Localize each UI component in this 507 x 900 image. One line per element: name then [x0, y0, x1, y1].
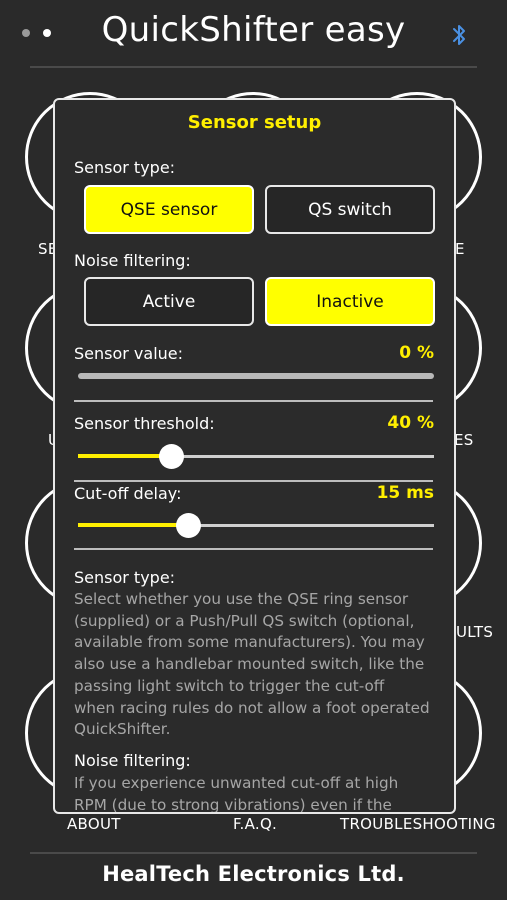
help-line: Select whether you use the QSE ring sens… — [74, 590, 409, 608]
help-line: when racing rules do not allow a foot op… — [74, 698, 430, 717]
help-sensor-type-heading: Sensor type: — [74, 568, 176, 587]
help-sensor-type-text: Select whether you use the QSE ring sens… — [74, 589, 446, 741]
sensor-value-label: Sensor value: — [74, 344, 184, 363]
section-divider — [74, 548, 433, 550]
company-name: HealTech Electronics Ltd. — [102, 862, 405, 886]
sensor-value-bar — [78, 373, 434, 379]
footer-divider — [30, 852, 477, 854]
faq-link[interactable]: F.A.Q. — [233, 815, 278, 833]
dashboard-label-right-low: ULTS — [456, 623, 494, 641]
help-line: QuickShifter. — [74, 720, 171, 739]
noise-inactive-button[interactable]: Inactive — [265, 277, 435, 326]
cutoff-delay-label: Cut-off delay: — [74, 484, 182, 503]
cutoff-delay-slider[interactable] — [78, 513, 434, 539]
cutoff-delay-readout: 15 ms — [376, 483, 434, 503]
about-link[interactable]: ABOUT — [67, 815, 121, 833]
dialog-title: Sensor setup — [187, 112, 322, 133]
noise-active-button[interactable]: Active — [84, 277, 254, 326]
bluetooth-icon[interactable] — [448, 22, 470, 48]
help-line: passing light switch to trigger the cut-… — [74, 676, 385, 695]
help-line: available from some manufacturers). You … — [74, 633, 425, 652]
dashboard-label-right-mid: ES — [454, 431, 474, 449]
slider-fill — [78, 523, 189, 527]
sensor-threshold-label: Sensor threshold: — [74, 414, 215, 433]
sensor-threshold-readout: 40 % — [387, 413, 434, 433]
qs-switch-button[interactable]: QS switch — [265, 185, 435, 234]
help-line: If you experience unwanted cut-off at hi… — [74, 774, 399, 792]
help-noise-text: If you experience unwanted cut-off at hi… — [74, 773, 446, 814]
help-line: (supplied) or a Push/Pull QS switch (opt… — [74, 611, 415, 630]
sensor-type-label: Sensor type: — [74, 158, 176, 177]
slider-track[interactable] — [78, 455, 434, 458]
page-indicator[interactable] — [22, 29, 51, 37]
header-divider — [30, 66, 477, 68]
help-line: RPM (due to strong vibrations) even if t… — [74, 795, 392, 814]
dashboard-label-right-top: E — [455, 240, 465, 258]
app-title: QuickShifter easy — [101, 10, 406, 50]
section-divider — [74, 400, 433, 402]
help-line: also use a handlebar mounted switch, lik… — [74, 655, 425, 674]
troubleshooting-link[interactable]: TROUBLESHOOTING — [340, 815, 496, 833]
section-divider — [74, 480, 433, 482]
sensor-value-readout: 0 % — [399, 343, 434, 363]
app-header: QuickShifter easy — [0, 0, 507, 68]
noise-filtering-label: Noise filtering: — [74, 251, 191, 270]
slider-track[interactable] — [78, 524, 434, 527]
slider-thumb[interactable] — [158, 444, 184, 469]
help-noise-heading: Noise filtering: — [74, 751, 191, 770]
dashboard-label-left-top: SE — [38, 240, 58, 258]
slider-fill — [78, 454, 171, 458]
sensor-threshold-slider[interactable] — [78, 444, 434, 470]
page-dot[interactable] — [22, 29, 30, 37]
page-dot-active[interactable] — [43, 29, 51, 37]
slider-thumb[interactable] — [176, 513, 202, 538]
qse-sensor-button[interactable]: QSE sensor — [84, 185, 254, 234]
sensor-setup-dialog: Sensor setup Sensor type: QSE sensor QS … — [53, 98, 456, 814]
